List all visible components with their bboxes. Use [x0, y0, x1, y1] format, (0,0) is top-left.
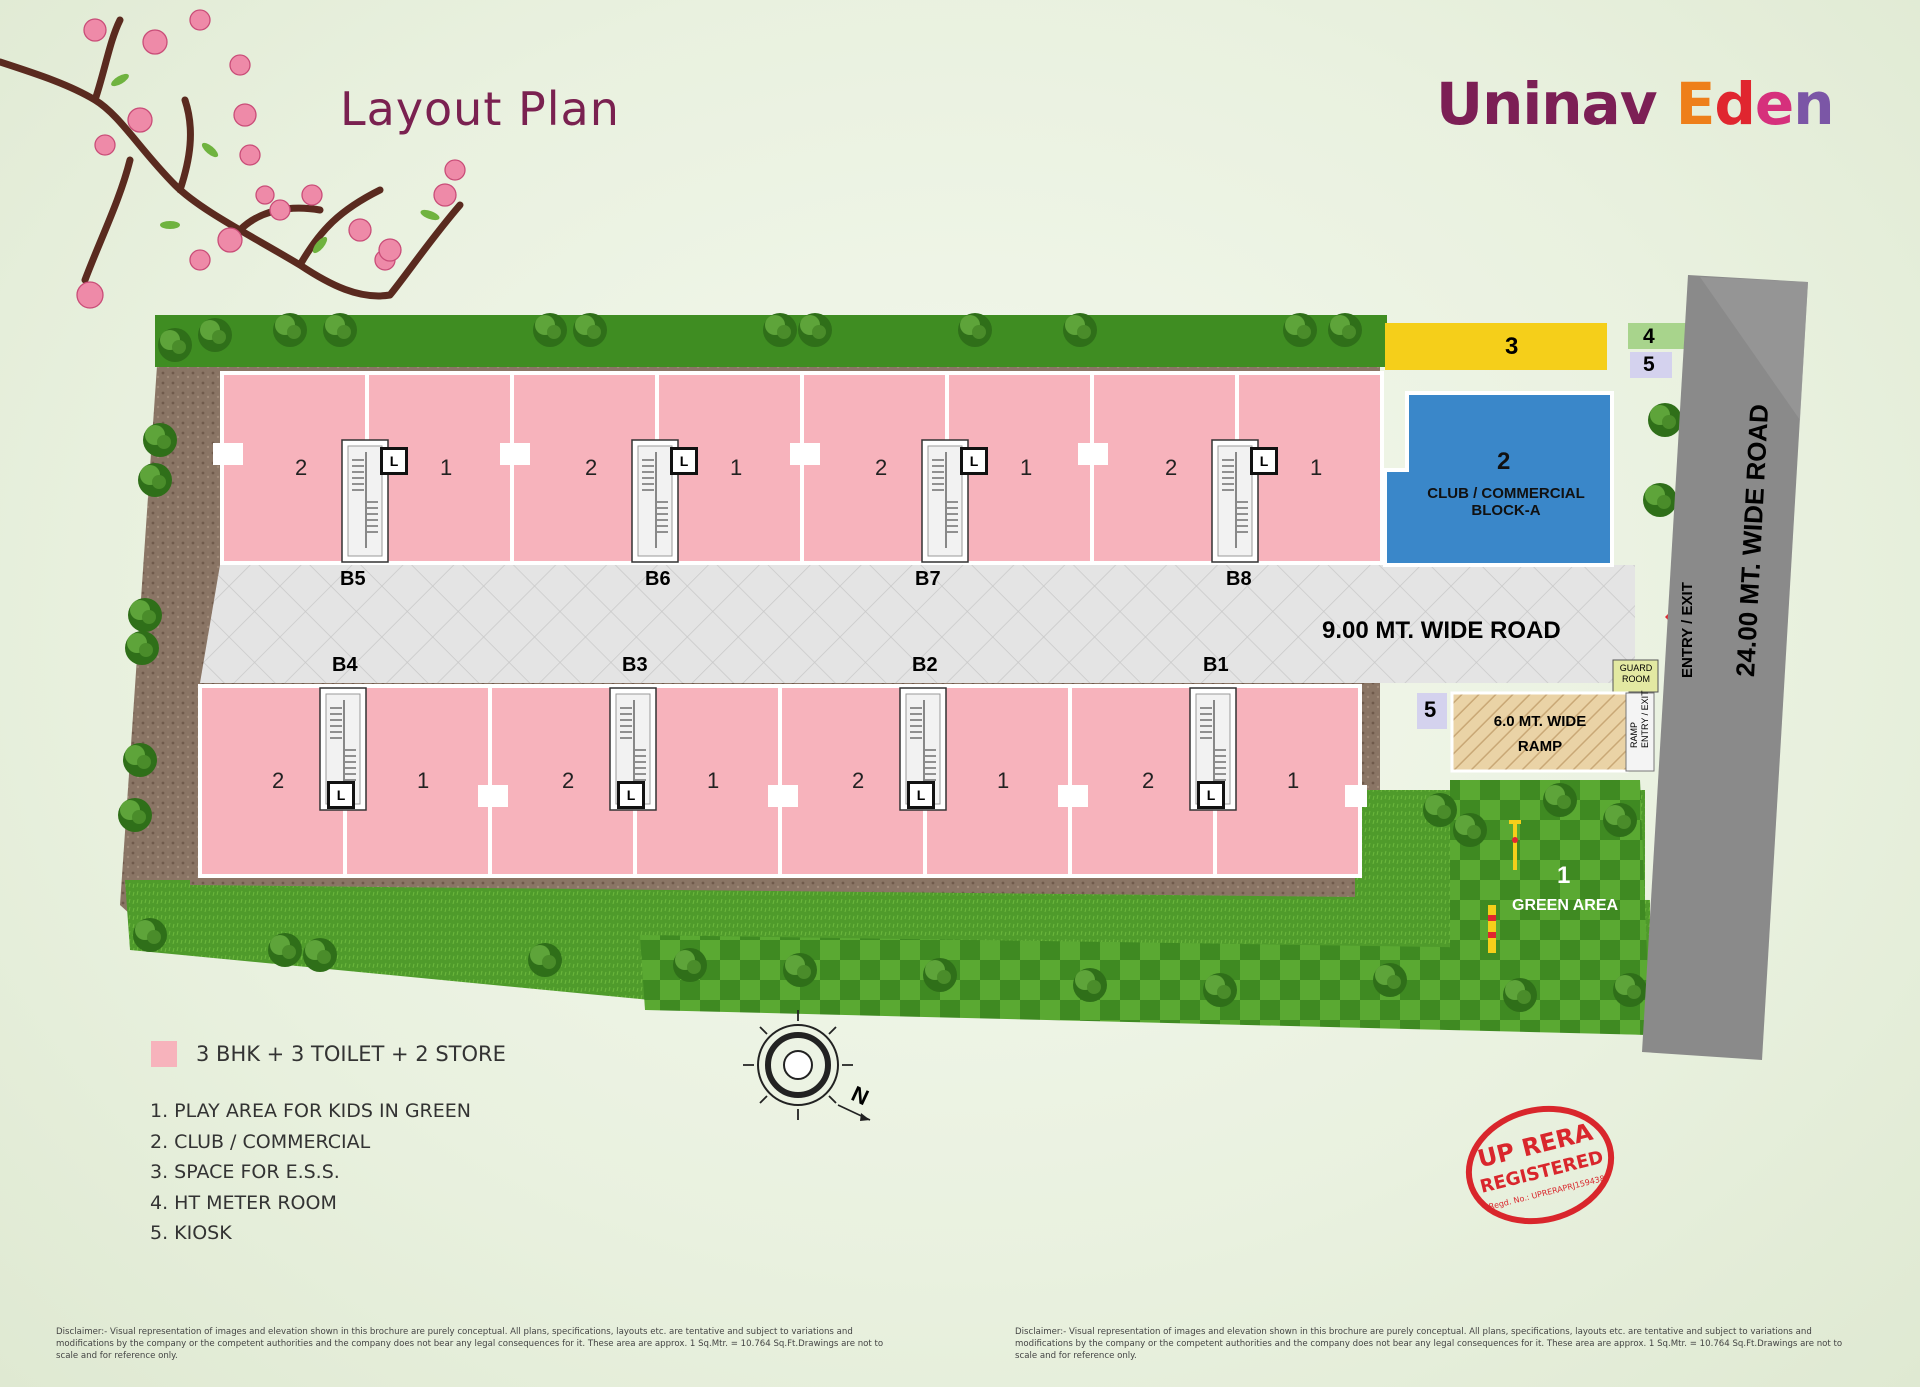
swing-icon	[1488, 820, 1521, 953]
block-label-b6: B6	[645, 568, 671, 590]
block-label-b5: B5	[340, 568, 366, 590]
ramp-label-line1: 6.0 MT. WIDE	[1493, 713, 1587, 730]
brand-letter: n	[1793, 70, 1834, 138]
lift-marker: L	[617, 781, 645, 809]
brand-name-part2: Eden	[1675, 70, 1835, 138]
legend-note: 5. KIOSK	[150, 1222, 232, 1244]
unit-number: 2	[272, 768, 285, 793]
unit-number: 2	[1165, 455, 1178, 480]
unit-number: 2	[1142, 768, 1155, 793]
ess-number: 3	[1505, 333, 1519, 360]
brand-letter: d	[1714, 70, 1756, 138]
bottom-row-buildings	[198, 684, 1367, 878]
block-label-b1: B1	[1203, 654, 1229, 676]
block-label-b4: B4	[332, 654, 358, 676]
cherry-blossom-branch-icon	[0, 9, 466, 309]
lift-marker: L	[960, 447, 988, 475]
legend-note: 1. PLAY AREA FOR KIDS IN GREEN	[150, 1100, 471, 1122]
rera-seal-icon: UP RERA REGISTERED Regd. No.: UPRERAPRJ1…	[1465, 1105, 1615, 1225]
club-label-line2: BLOCK-A	[1471, 502, 1541, 519]
entry-exit-label: ENTRY / EXIT	[1679, 582, 1696, 678]
guard-room-label: GUARD ROOM	[1614, 663, 1658, 685]
kiosk-zone-bottom	[1417, 693, 1447, 729]
club-number: 2	[1497, 448, 1511, 475]
block-label-b7: B7	[915, 568, 941, 590]
block-label-b3: B3	[622, 654, 648, 676]
kiosk-zone-top	[1630, 352, 1672, 378]
lift-marker: L	[670, 447, 698, 475]
lift-marker: L	[1250, 447, 1278, 475]
kiosk-number-bottom: 5	[1424, 697, 1437, 722]
unit-number: 1	[1287, 768, 1300, 793]
legend-unit-type: 3 BHK + 3 TOILET + 2 STORE	[196, 1042, 506, 1066]
guard-room-line1: GUARD	[1619, 663, 1653, 673]
brand-letter: e	[1754, 70, 1794, 138]
lift-marker: L	[1197, 781, 1225, 809]
club-commercial-block	[1383, 391, 1614, 567]
brand-letter: E	[1675, 70, 1716, 138]
lift-marker: L	[907, 781, 935, 809]
unit-number: 1	[707, 768, 720, 793]
main-road	[1642, 275, 1808, 1060]
green-area-number: 1	[1557, 862, 1571, 889]
disclaimer-left: Disclaimer:- Visual representation of im…	[56, 1327, 884, 1361]
legend-unit-swatch	[151, 1041, 177, 1067]
ramp-label: 6.0 MT. WIDE RAMP	[1470, 709, 1610, 759]
kiosk-number-top: 5	[1643, 353, 1655, 376]
ess-zone	[1385, 323, 1607, 370]
block-label-b2: B2	[912, 654, 938, 676]
guard-room	[1612, 659, 1659, 693]
unit-number: 1	[417, 768, 430, 793]
brand-name-part1: Uninav	[1436, 70, 1658, 138]
page-title: Layout Plan	[340, 82, 620, 136]
legend-note: 2. CLUB / COMMERCIAL	[150, 1130, 371, 1153]
ramp-side-line1: RAMP	[1629, 721, 1639, 748]
block-label-b8: B8	[1226, 568, 1252, 590]
unit-number: 2	[295, 455, 308, 480]
unit-number: 1	[440, 455, 453, 480]
top-row-buildings	[213, 371, 1384, 565]
unit-number: 2	[585, 455, 598, 480]
unit-number: 1	[997, 768, 1010, 793]
legend-note: 4. HT METER ROOM	[150, 1191, 337, 1214]
lift-marker: L	[327, 781, 355, 809]
ht-meter-number: 4	[1643, 325, 1655, 348]
legend-notes: 1. PLAY AREA FOR KIDS IN GREEN 2. CLUB /…	[150, 1096, 471, 1249]
ramp-side-label: RAMP ENTRY / EXIT	[1629, 690, 1651, 748]
ramp-side-line2: ENTRY / EXIT	[1640, 690, 1650, 748]
disclaimer-right: Disclaimer:- Visual representation of im…	[1015, 1327, 1843, 1361]
compass-rose-icon	[743, 1010, 871, 1121]
ramp-label-line2: RAMP	[1517, 738, 1563, 755]
legend-note: 3. SPACE FOR E.S.S.	[150, 1161, 340, 1183]
brand-logo: Uninav Eden	[1436, 70, 1835, 138]
lift-marker: L	[380, 447, 408, 475]
ramp	[1450, 691, 1629, 773]
green-area-label: GREEN AREA	[1512, 897, 1619, 914]
unit-number: 2	[562, 768, 575, 793]
unit-number: 1	[1020, 455, 1033, 480]
unit-number: 2	[875, 455, 888, 480]
unit-number: 1	[730, 455, 743, 480]
club-label-line1: CLUB / COMMERCIAL	[1427, 485, 1585, 502]
internal-road	[200, 565, 1635, 683]
internal-road-label: 9.00 MT. WIDE ROAD	[1322, 617, 1561, 644]
guard-room-line2: ROOM	[1622, 674, 1650, 684]
unit-number: 2	[852, 768, 865, 793]
ht-meter-zone	[1628, 323, 1686, 349]
unit-number: 1	[1310, 455, 1323, 480]
